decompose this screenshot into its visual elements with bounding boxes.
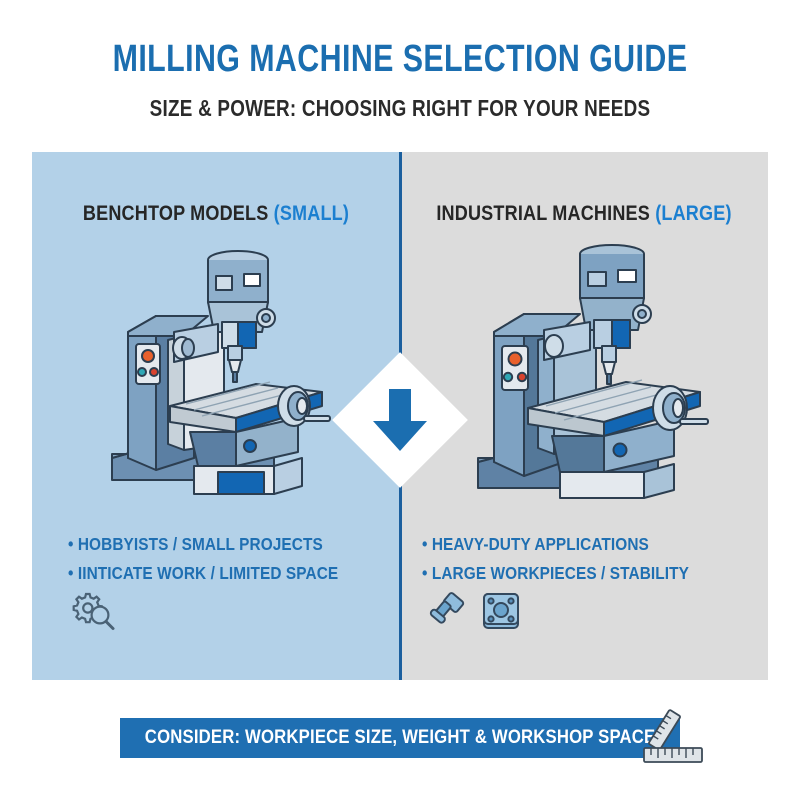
column-industrial-icons — [428, 590, 524, 634]
column-industrial-bullets: • HEAVY-DUTY APPLICATIONS • LARGE WORKPI… — [400, 530, 768, 588]
divider-arrow — [352, 372, 448, 468]
column-benchtop-icons — [70, 590, 116, 632]
page-subtitle: SIZE & POWER: CHOOSING RIGHT FOR YOUR NE… — [149, 95, 651, 121]
column-industrial-heading-main: INDUSTRIAL MACHINES — [436, 202, 650, 225]
gear-magnifier-icon — [72, 592, 115, 630]
milling-machine-benchtop-illustration — [111, 250, 331, 495]
list-item: • HOBBYISTS / SMALL PROJECTS — [68, 534, 323, 554]
column-benchtop-heading-main: BENCHTOP MODELS — [82, 202, 269, 225]
page-title: MILLING MACHINE SELECTION GUIDE — [112, 38, 688, 80]
down-arrow-icon — [373, 389, 427, 451]
column-benchtop-bullets: • HOBBYISTS / SMALL PROJECTS • IINTICATE… — [32, 530, 400, 588]
list-item: • HEAVY-DUTY APPLICATIONS — [422, 534, 649, 554]
list-item: • IINTICATE WORK / LIMITED SPACE — [68, 563, 339, 583]
ruler-icon — [643, 709, 703, 763]
column-benchtop-heading: BENCHTOP MODELS (SMALL) — [58, 202, 374, 226]
footer-banner: CONSIDER: WORKPIECE SIZE, WEIGHT & WORKS… — [120, 718, 680, 758]
column-industrial-heading-accent: (LARGE) — [655, 202, 732, 225]
flange-plate-icon — [483, 593, 519, 629]
column-industrial: INDUSTRIAL MACHINES (LARGE) — [400, 152, 768, 680]
hammer-icon — [429, 592, 465, 624]
column-benchtop-heading-accent: (SMALL) — [273, 202, 350, 225]
column-industrial-heading: INDUSTRIAL MACHINES (LARGE) — [426, 202, 742, 226]
milling-machine-industrial-illustration — [477, 244, 709, 499]
footer-text: CONSIDER: WORKPIECE SIZE, WEIGHT & WORKS… — [144, 727, 656, 748]
list-item: • LARGE WORKPIECES / STABILITY — [422, 563, 689, 583]
